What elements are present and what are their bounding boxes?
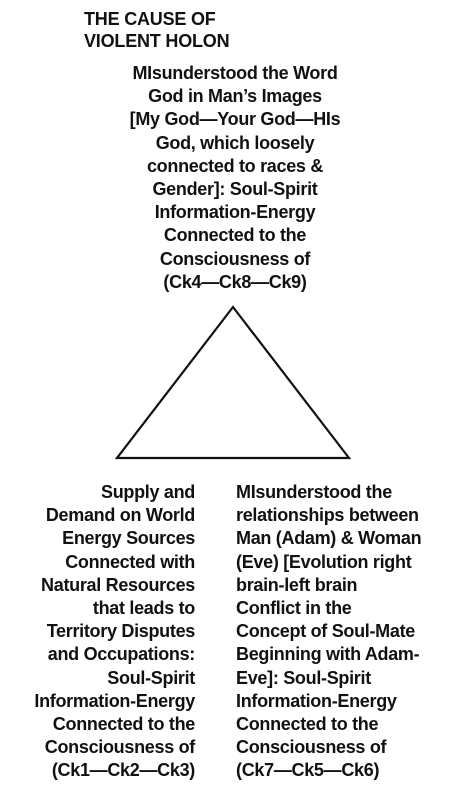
heading-line: THE CAUSE OF	[84, 9, 216, 29]
right-vertex-line: MIsunderstood the	[236, 482, 392, 502]
top-vertex-line: Connected to the	[163, 225, 307, 246]
diagram-heading: THE CAUSE OF VIOLENT HOLON	[84, 8, 344, 52]
left-vertex-line: Supply and	[100, 482, 195, 502]
right-vertex-line: Information-Energy	[236, 690, 397, 711]
left-vertex-line: Demand on World	[45, 505, 195, 526]
right-vertex-text: MIsunderstood the relationships between …	[236, 481, 458, 783]
right-vertex-line: (Ck7—Ck5—Ck6)	[236, 760, 380, 781]
left-vertex-line: Soul-Spirit	[107, 667, 195, 688]
top-vertex-line: MIsunderstood the Word	[132, 63, 338, 83]
left-vertex-line: Connected to the	[52, 714, 196, 735]
left-vertex-line: Territory Disputes	[46, 621, 196, 642]
right-vertex-line: Eve]: Soul-Spirit	[236, 667, 371, 688]
top-vertex-line: Information-Energy	[154, 202, 316, 223]
right-vertex-line: relationships between	[236, 505, 419, 526]
left-vertex-line: that leads to	[92, 598, 195, 619]
top-vertex-line: Gender]: Soul-Spirit	[152, 179, 318, 200]
top-vertex-line: God, which loosely	[155, 132, 315, 153]
right-vertex-line: Beginning with Adam-	[236, 644, 420, 665]
left-vertex-line: Connected with	[65, 551, 195, 572]
right-vertex-line: brain-left brain	[236, 574, 358, 595]
left-vertex-line: (Ck1—Ck2—Ck3)	[51, 760, 195, 781]
left-vertex-line: Natural Resources	[41, 574, 195, 595]
right-vertex-line: Man (Adam) & Woman	[236, 528, 422, 549]
right-vertex-line: Conflict in the	[236, 598, 352, 619]
top-vertex-line: God in Man’s Images	[148, 86, 322, 107]
top-vertex-line: (Ck4—Ck8—Ck9)	[163, 271, 307, 292]
top-vertex-line: connected to races &	[146, 155, 324, 176]
left-vertex-line: Energy Sources	[62, 528, 195, 549]
right-vertex-line: Concept of Soul-Mate	[236, 621, 415, 642]
top-vertex-text: MIsunderstood the Word God in Man’s Imag…	[90, 62, 380, 294]
right-vertex-line: Consciousness of	[236, 737, 387, 758]
top-vertex-line: [My God—Your God—HIs	[129, 109, 341, 130]
heading-line: VIOLENT HOLON	[84, 31, 230, 51]
top-vertex-line: Consciousness of	[159, 248, 311, 269]
left-vertex-line: and Occupations:	[47, 644, 196, 665]
left-vertex-line: Information-Energy	[34, 690, 195, 711]
left-vertex-line: Consciousness of	[44, 737, 196, 758]
left-vertex-text: Supply and Demand on World Energy Source…	[0, 481, 195, 783]
triangle-shape	[114, 305, 352, 460]
right-vertex-line: Connected to the	[236, 714, 379, 735]
right-vertex-line: (Eve) [Evolution right	[236, 551, 412, 572]
